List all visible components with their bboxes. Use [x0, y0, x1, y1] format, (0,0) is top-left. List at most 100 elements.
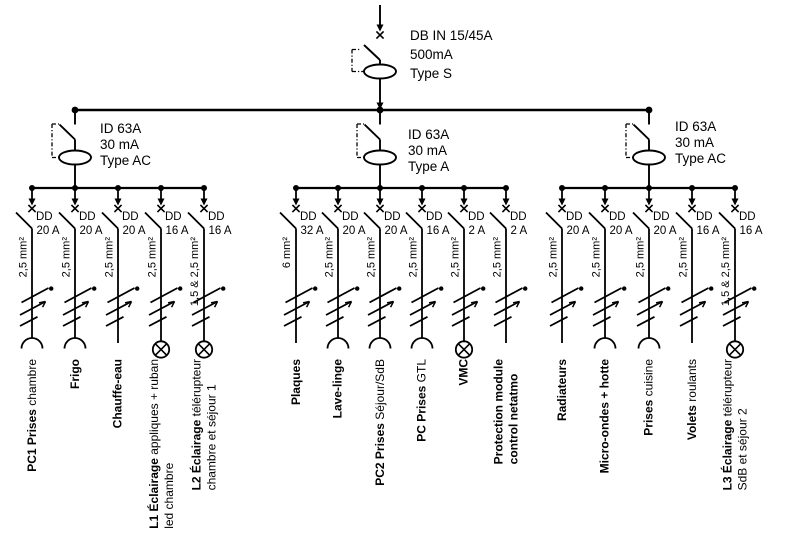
arrow-down-icon [28, 198, 36, 206]
main-breaker-sensitivity: 500mA [410, 47, 453, 62]
wire-section-text: 2,5 mm² [365, 237, 377, 278]
rcd-label-right: ID 63A 30 mA Type AC [675, 119, 726, 167]
cable-marker-icon [191, 286, 226, 327]
cable-marker-icon [592, 286, 627, 327]
cable-marker-icon [283, 286, 318, 327]
breaker-contact-x-icon [156, 204, 166, 213]
circuit-label-segment: L3 Éclairage [720, 419, 735, 491]
conductor-dot [49, 286, 54, 291]
wire-section-label: 2,5 mm² [103, 237, 116, 277]
cable-marker-icon [451, 286, 486, 327]
wire-section-text: 2,5 mm² [590, 237, 602, 278]
breaker-contact-x-icon [417, 204, 427, 213]
circuit-label-segment: Protection module [491, 359, 506, 465]
socket-icon [326, 337, 350, 349]
breaker-type-label: DD [696, 210, 713, 223]
cable-marker-icon [679, 286, 714, 327]
main-breaker-label: DB IN 15/45A 500mA Type S [410, 26, 493, 83]
rcd-group-2 [545, 106, 757, 359]
breaker-rating-label: 20 A [566, 224, 590, 237]
circuit-label-line: PC1 Prises chambre [25, 359, 40, 472]
circuit-label-line: led chambre [161, 359, 176, 529]
wire-section-label: 6 mm² [281, 237, 294, 268]
circuit-label: PC Prises GTL [415, 359, 430, 442]
socket-icon [410, 337, 434, 349]
branch-circuit [447, 185, 486, 359]
wire-section-text: 2,5 mm² [146, 237, 158, 278]
wire-section-label: 2,5 mm² [17, 237, 30, 277]
circuit-label-line: Chauffe-eau [111, 359, 126, 428]
rcd-type: Type AC [100, 153, 152, 168]
conductor-dot [92, 286, 97, 291]
test-linkage-dashes [351, 48, 364, 73]
circuit-label-segment: Séjour/SdB [372, 359, 387, 424]
branch-circuit [15, 185, 54, 349]
conductor-dot [397, 286, 402, 291]
wire-section-text: 2,5 mm² [323, 237, 335, 278]
wire-section-label: 2,5 mm² [547, 237, 560, 277]
wire-section-text: 2,5 mm² [547, 237, 559, 278]
circuit-label-segment: L2 Éclairage [189, 419, 204, 491]
wire-section-label: 2,5 mm² [365, 237, 378, 277]
cable-marker-icon [367, 286, 402, 327]
breaker-type-label: DD [300, 210, 317, 223]
breaker-contact-x-icon [730, 204, 740, 213]
breaker-contact-x-icon [199, 204, 209, 213]
breaker-type-label: DD [208, 210, 225, 223]
cable-marker-icon [325, 286, 360, 327]
branch-circuit [632, 185, 671, 349]
breaker-type-label: DD [122, 210, 139, 223]
conductor-dot [523, 286, 528, 291]
circuit-label-line: Micro-ondes + hotte [598, 359, 613, 473]
circuit-label-line: Radiateurs [555, 359, 570, 421]
circuit-label-segment: appliques + ruban [146, 359, 161, 459]
conductor-dot [481, 286, 486, 291]
socket-icon [637, 337, 661, 349]
wire-section-label: 2,5 mm² [407, 237, 420, 277]
cable-marker-icon [636, 286, 671, 327]
cable-marker-icon [722, 286, 757, 327]
breaker-contact-x-icon [291, 204, 301, 213]
conductor-dot [709, 286, 714, 291]
wire-section-text: 1,5 & 2,5 mm² [720, 237, 732, 307]
circuit-label-line: Lave-linge [331, 359, 346, 418]
rcd-sensitivity: 30 mA [675, 135, 715, 150]
rcd-sensitivity: 30 mA [100, 137, 140, 152]
rcd-rating: ID 63A [408, 127, 450, 142]
circuit-label-line: Plaques [289, 359, 304, 405]
breaker-type-label: DD [342, 210, 359, 223]
circuit-label: Plaques [289, 359, 304, 405]
circuit-label-segment: télérupteur [189, 359, 204, 420]
arrow-down-icon [558, 198, 566, 206]
arrow-down-icon [292, 198, 300, 206]
circuit-label-segment: Radiateurs [554, 359, 569, 422]
circuit-label-segment: Lave-linge [330, 359, 345, 419]
rcd-sensitivity: 30 mA [408, 143, 448, 158]
breaker-type-label: DD [79, 210, 96, 223]
arrow-down-icon [731, 198, 739, 206]
breaker-contact-x-icon [27, 204, 37, 213]
wire-section-label: 2,5 mm² [323, 237, 336, 277]
circuit-label-segment: Prises [641, 399, 656, 436]
circuit-label: Frigo [68, 359, 83, 389]
rcd-rating: ID 63A [100, 121, 142, 136]
lamp-icon [725, 340, 745, 359]
circuit-label-line: Frigo [68, 359, 83, 389]
socket-icon [20, 337, 44, 349]
circuit-label-line: control netatmo [506, 359, 521, 465]
branch-circuit [187, 185, 226, 359]
cable-marker-icon [148, 286, 183, 327]
wire-section-label: 2,5 mm² [491, 237, 504, 277]
circuit-label-segment: Frigo [67, 359, 82, 389]
breaker-type-label: DD [165, 210, 182, 223]
arrow-down-icon [334, 198, 342, 206]
conductor-dot [178, 286, 183, 291]
branch-circuit [363, 185, 402, 349]
circuit-label-line: SdB et séjour 2 [735, 359, 750, 490]
lamp-icon [194, 340, 214, 359]
main-breaker-type: Type S [410, 66, 453, 81]
circuit-label: VMC [457, 359, 472, 386]
